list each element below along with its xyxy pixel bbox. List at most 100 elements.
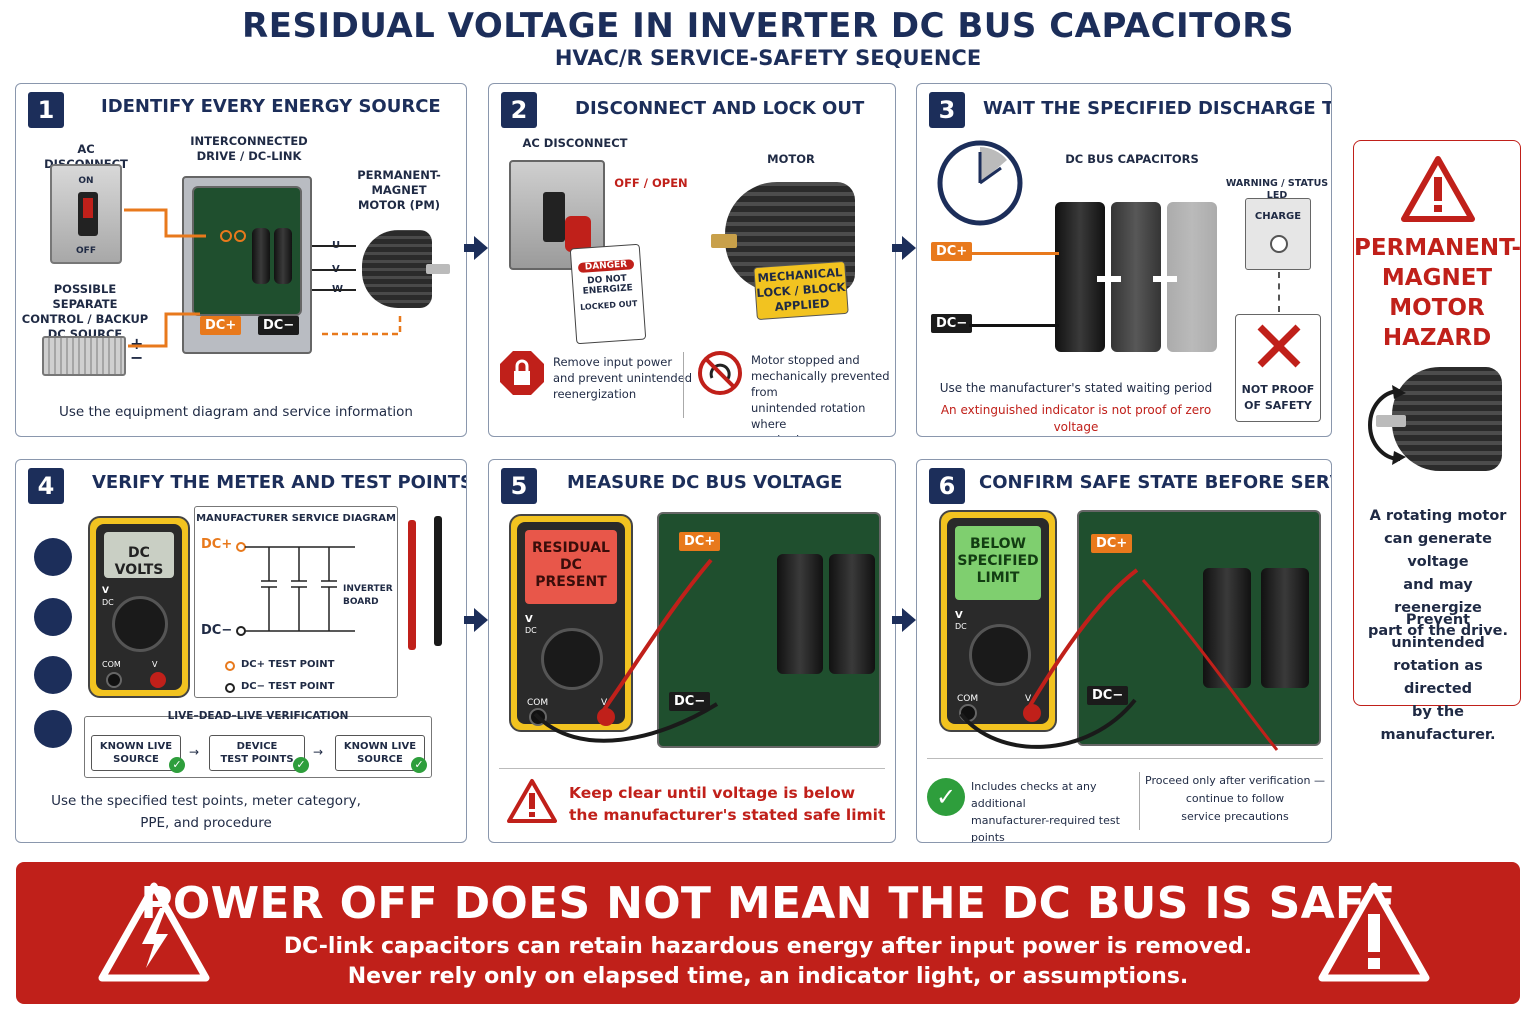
flow-arrow-1-2: [464, 236, 488, 260]
dc-plus-wire: [969, 252, 1059, 255]
status-led-label: WARNING / STATUS LED: [1225, 178, 1329, 202]
step-5-panel: 5 MEASURE DC BUS VOLTAGE RESIDUAL DC PRE…: [488, 459, 896, 843]
warning-line: the manufacturer's stated safe limit: [569, 806, 886, 824]
meter-vjack-label: V: [152, 660, 158, 669]
red-x-icon: [1257, 324, 1301, 368]
note-line: required: [751, 432, 895, 436]
test-lead-red: [408, 520, 416, 650]
tag-line: LOCKED OUT: [579, 298, 638, 312]
switch-handle: [78, 192, 98, 236]
additional-checks-note: Includes checks at any additional manufa…: [971, 778, 1141, 842]
meter-com-label: COM: [957, 694, 979, 704]
rotation-arrow-icon: [1368, 385, 1406, 465]
ldl-arrow: →: [313, 745, 324, 759]
warning-triangle-icon: [507, 779, 557, 823]
motor-shaft: [711, 234, 737, 248]
ldl-step-known-live: KNOWN LIVE SOURCE: [91, 735, 181, 771]
step-number: 6: [929, 468, 965, 504]
hazard-text-2: Prevent unintended rotation as directed …: [1360, 609, 1516, 747]
step-title: IDENTIFY EVERY ENERGY SOURCE: [101, 96, 441, 117]
hazard-text-line: and may reenergize: [1394, 577, 1482, 616]
divider: [499, 768, 885, 769]
note-line: Proceed only after verification —: [1145, 774, 1325, 787]
check-icon: ✓: [169, 757, 185, 773]
note-line: and prevent unintended: [553, 371, 693, 386]
step-number: 4: [28, 468, 64, 504]
discharge-arrow: [1153, 276, 1177, 282]
hazard-text-line: can generate voltage: [1384, 531, 1492, 570]
probe-leads: [959, 568, 1279, 751]
meter-screen: RESIDUAL DC PRESENT: [525, 530, 617, 604]
page-subtitle: HVAC/R SERVICE-SAFETY SEQUENCE: [554, 46, 982, 70]
danger-header: DANGER: [577, 259, 635, 274]
diagram-title: MANUFACTURER SERVICE DIAGRAM: [196, 513, 396, 524]
motor-shaft: [1376, 415, 1406, 427]
hazard-text-line: A rotating motor: [1369, 508, 1507, 524]
meter-vjack-label: V: [601, 698, 608, 708]
multimeter: DC VOLTS V DC COM V: [88, 516, 190, 698]
step4-caption: Use the specified test points, meter cat…: [36, 790, 376, 834]
capacitor-schematic: [236, 542, 355, 636]
not-proof-line: OF SAFETY: [1244, 399, 1312, 412]
charge-led: [1270, 235, 1288, 253]
divider-vertical: [1139, 772, 1140, 830]
legend-pos-dot: [225, 661, 235, 671]
meter-dc-label: DC: [525, 626, 537, 635]
box-line: KNOWN LIVE: [343, 741, 417, 752]
note-line: reenergization: [553, 387, 637, 402]
off-label: OFF: [76, 246, 96, 256]
check-icon: ✓: [411, 757, 427, 773]
board-label-line: BOARD: [343, 597, 379, 607]
meter-screen: BELOW SPECIFIED LIMIT: [955, 526, 1041, 600]
ppe-gloves-icon: [34, 598, 72, 636]
service-diagram: MANUFACTURER SERVICE DIAGRAM DC+ DC− INV…: [194, 506, 398, 698]
step-number: 2: [501, 92, 537, 128]
not-proof-box: NOT PROOF OF SAFETY: [1235, 314, 1321, 422]
box-line: SOURCE: [357, 754, 403, 765]
meter-face: BELOW SPECIFIED LIMIT V DC COM V: [947, 518, 1049, 724]
status-led-panel: CHARGE: [1245, 198, 1311, 270]
hazard-text-line: by the manufacturer.: [1380, 704, 1496, 743]
meter-face: RESIDUAL DC PRESENT V DC COM V: [517, 522, 625, 726]
backup-plus: +: [130, 334, 144, 353]
motor-stopped-note: Motor stopped and mechanically prevented…: [751, 352, 895, 436]
meter-com-label: COM: [102, 660, 121, 669]
box-line: TEST POINTS: [220, 754, 294, 765]
drive-label: INTERCONNECTED DRIVE / DC-LINK: [184, 134, 314, 164]
ldl-panel: LIVE–DEAD–LIVE VERIFICATION KNOWN LIVE S…: [84, 710, 432, 778]
screen-line: PRESENT: [535, 574, 607, 590]
meter-v-label: V: [525, 614, 533, 625]
meter-dial: [112, 596, 168, 652]
step-title: DISCONNECT AND LOCK OUT: [575, 98, 865, 119]
ac-disconnect-box: ON OFF: [50, 164, 122, 264]
note-line: unintended rotation where: [751, 401, 866, 432]
step-2-panel: 2 DISCONNECT AND LOCK OUT AC DISCONNECT …: [488, 83, 896, 437]
warning-line: Keep clear until voltage is below: [569, 784, 856, 802]
meter-com-label: COM: [527, 698, 549, 708]
multimeter: BELOW SPECIFIED LIMIT V DC COM V: [939, 510, 1057, 732]
probe-leads: [533, 558, 719, 743]
step-number: 1: [28, 92, 64, 128]
note-line: Remove input power: [553, 355, 673, 369]
multimeter: RESIDUAL DC PRESENT V DC COM V: [509, 514, 633, 732]
ldl-arrow: →: [189, 745, 200, 759]
meter-vjack-label: V: [1025, 694, 1032, 704]
legend-pos: DC+ TEST POINT: [241, 659, 335, 670]
flow-arrow-4-5: [464, 608, 488, 632]
pm-motor: [362, 230, 432, 308]
proceed-note: Proceed only after verification — contin…: [1145, 772, 1325, 826]
lock-octagon-icon: [500, 351, 544, 395]
legend-neg: DC− TEST POINT: [241, 681, 335, 692]
flow-arrow-5-6: [892, 608, 916, 632]
flow-arrow-2-3: [892, 236, 916, 260]
led-leader: [1278, 272, 1280, 312]
capacitor-charged: [1055, 202, 1105, 352]
box-line: DEVICE: [236, 741, 278, 752]
motor-shaft: [426, 264, 450, 274]
v-jack: [150, 672, 166, 688]
ac-disconnect-label: AC DISCONNECT: [522, 136, 628, 150]
electrical-hazard-icon: [98, 882, 210, 982]
meter-screen: DC VOLTS: [104, 532, 174, 578]
dc-minus-wire: [969, 324, 1059, 327]
off-open-label: OFF / OPEN: [614, 176, 688, 190]
